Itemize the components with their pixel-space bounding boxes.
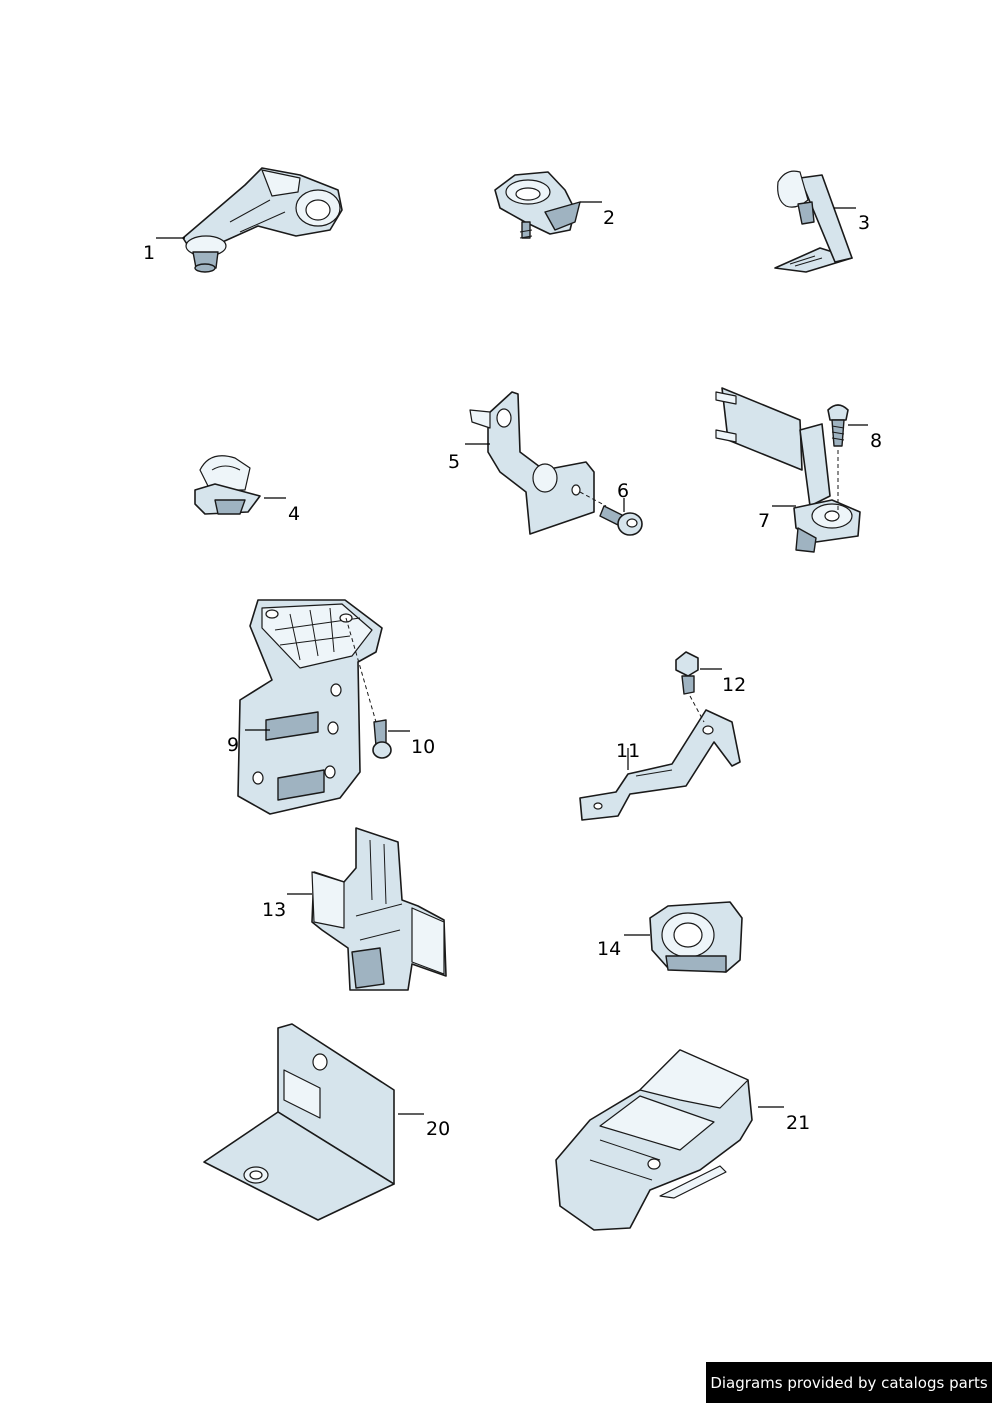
part-6-screw [579, 491, 643, 536]
part-20-angle-plate [203, 1023, 395, 1221]
callout-20: 20 [426, 1118, 450, 1140]
part-13-cable-holder [311, 827, 447, 991]
callout-9: 9 [227, 734, 239, 756]
callout-5: 5 [448, 451, 460, 473]
callout-12: 12 [722, 674, 746, 696]
part-3-angle-bracket [774, 170, 853, 273]
part-4-small-clip [194, 455, 261, 515]
callout-13: 13 [262, 899, 286, 921]
part-12-bolt [675, 651, 705, 723]
part-14-cable-clamp [649, 901, 743, 973]
callout-3: 3 [858, 212, 870, 234]
part-11-flat-bracket [579, 709, 741, 821]
part-21-duct-shell [555, 1049, 753, 1231]
callout-14: 14 [597, 938, 621, 960]
part-7-mounting-bracket [715, 387, 861, 553]
part-1-pipe-clip [182, 167, 343, 273]
part-8-bolt [827, 404, 849, 510]
part-2-cable-tie-mount [494, 171, 581, 239]
part-10-screw [345, 617, 392, 759]
credit-text: Diagrams provided by catalogs parts [710, 1373, 988, 1392]
part-5-bent-bracket [469, 391, 595, 535]
callout-8: 8 [870, 430, 882, 452]
part-9-large-bracket [237, 599, 383, 815]
callout-7: 7 [758, 510, 770, 532]
callout-4: 4 [288, 503, 300, 525]
callout-2: 2 [603, 207, 615, 229]
callout-1: 1 [143, 242, 155, 264]
callout-10: 10 [411, 736, 435, 758]
callout-21: 21 [786, 1112, 810, 1134]
credit-banner: Diagrams provided by catalogs parts [706, 1362, 992, 1403]
callout-11: 11 [616, 740, 640, 762]
callout-6: 6 [617, 480, 629, 502]
